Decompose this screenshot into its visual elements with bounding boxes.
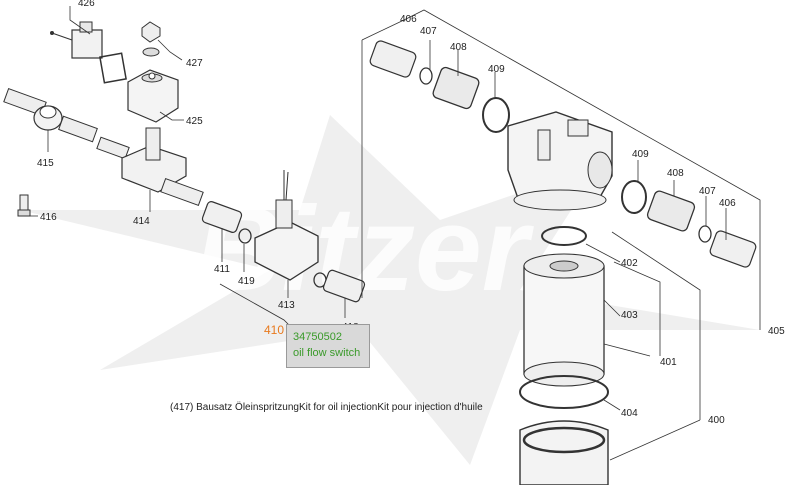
label-416: 416 (40, 212, 57, 223)
tooltip-part-number: 34750502 (293, 331, 342, 343)
label-403: 403 (621, 310, 638, 321)
part-427-nut-washer[interactable] (141, 21, 161, 57)
label-410[interactable]: 410 (264, 323, 284, 337)
label-414: 414 (133, 216, 150, 227)
label-409-top: 409 (488, 64, 505, 75)
part-406-fitting-right[interactable] (709, 230, 757, 269)
part-425-solenoid-coil[interactable] (127, 69, 179, 123)
label-427: 427 (186, 58, 203, 69)
label-404: 404 (621, 408, 638, 419)
label-408-top: 408 (450, 42, 467, 53)
label-406-top: 406 (400, 14, 417, 25)
label-413: 413 (278, 300, 295, 311)
part-filter-bowl[interactable] (519, 420, 609, 486)
part-407-seal-ring[interactable] (419, 67, 433, 85)
part-408-adapter[interactable] (432, 66, 481, 110)
kit-caption-417[interactable]: (417) Bausatz ÖleinspritzungKit for oil … (170, 402, 483, 413)
label-406-right: 406 (719, 198, 736, 209)
part-404-o-ring[interactable] (519, 375, 609, 409)
label-401: 401 (660, 357, 677, 368)
part-419-seal-ring[interactable] (238, 228, 252, 244)
label-411: 411 (214, 264, 230, 275)
label-415: 415 (37, 158, 54, 169)
label-425: 425 (186, 116, 203, 127)
label-408-right: 408 (667, 168, 684, 179)
part-416-plug[interactable] (17, 194, 31, 217)
part-402-o-ring[interactable] (541, 226, 587, 246)
part-403-filter-element[interactable] (523, 253, 605, 387)
label-400: 400 (708, 415, 725, 426)
part-407-seal-ring-right[interactable] (698, 225, 712, 243)
part-408-adapter-right[interactable] (646, 190, 696, 233)
label-419: 419 (238, 276, 255, 287)
part-413-oil-flow-switch[interactable] (254, 170, 319, 281)
part-filter-head[interactable] (507, 111, 613, 211)
label-409-right: 409 (632, 149, 649, 160)
leader-lines (24, 6, 761, 461)
tooltip-part-name: oil flow switch (293, 347, 361, 359)
label-407-top: 407 (420, 26, 437, 37)
part-406-fitting[interactable] (369, 40, 417, 79)
part-409-o-ring[interactable] (482, 97, 510, 133)
part-426-coil-connector[interactable] (50, 21, 127, 84)
part-415-sight-glass[interactable] (3, 87, 98, 143)
watermark-text: Bitzer (195, 182, 535, 316)
part-409-o-ring-right[interactable] (621, 180, 647, 214)
part-411-fitting[interactable] (201, 201, 243, 234)
label-405: 405 (768, 326, 785, 337)
label-426: 426 (78, 0, 95, 9)
part-414-valve-body[interactable] (96, 127, 204, 207)
part-tooltip: 34750502 oil flow switch (286, 324, 370, 368)
label-407-right: 407 (699, 186, 716, 197)
label-402: 402 (621, 258, 638, 269)
